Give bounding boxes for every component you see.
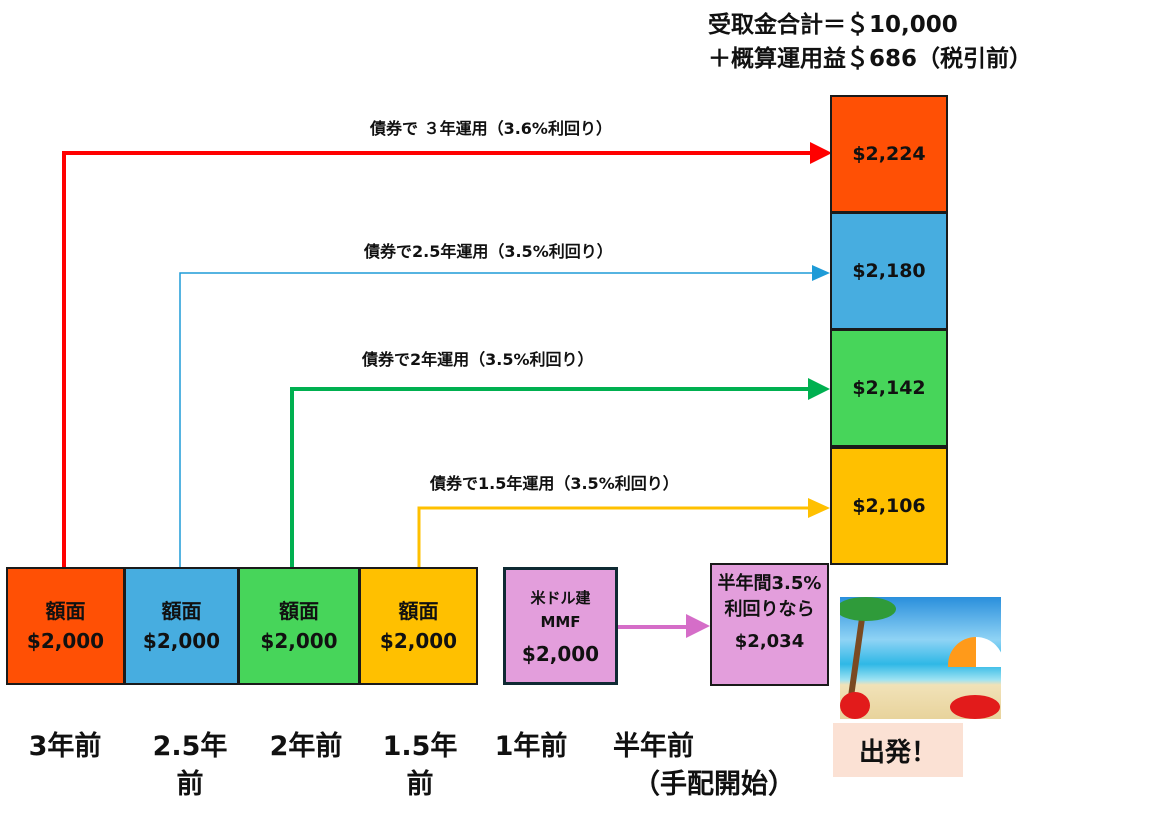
maturity-value: $2,106 — [852, 495, 926, 517]
arrow-2y — [290, 378, 830, 567]
mmf-result-line1: 半年間3.5% — [717, 573, 822, 594]
maturity-box-3y: $2,224 — [830, 95, 948, 213]
timeline-text: 3年前 — [28, 731, 102, 762]
timeline-3y: 3年前 — [15, 728, 115, 766]
beach-image — [840, 597, 1001, 719]
timeline-1-5y: 1.5年前 — [370, 728, 470, 804]
bond-label: 額面 — [279, 599, 319, 623]
bond-box-2-5y: 額面 $2,000 — [124, 567, 239, 685]
bond-value: $2,000 — [379, 629, 458, 653]
timeline-text: （手配開始） — [633, 769, 795, 800]
maturity-box-2y: $2,142 — [830, 329, 948, 447]
timeline-text: 前 — [176, 769, 204, 800]
palm-trunk — [847, 609, 867, 699]
mmf-result-value: $2,034 — [734, 631, 805, 652]
summary-profit: ＋概算運用益＄686（税引前） — [708, 46, 1033, 72]
flower-left — [840, 692, 870, 719]
summary-title: 受取金合計＝＄10,000 ＋概算運用益＄686（税引前） — [708, 8, 1032, 76]
maturity-box-1-5y: $2,106 — [830, 447, 948, 565]
maturity-value: $2,224 — [852, 143, 926, 165]
bond-box-1-5y: 額面 $2,000 — [359, 567, 478, 685]
mmf-result-box: 半年間3.5% 利回りなら $2,034 — [710, 563, 829, 686]
mmf-value: $2,000 — [521, 642, 600, 666]
arrow-label-3y: 債券で ３年運用（3.6%利回り） — [370, 119, 612, 138]
umbrella — [948, 637, 1001, 667]
bond-box-2y: 額面 $2,000 — [238, 567, 360, 685]
timeline-text: 前 — [406, 769, 434, 800]
arrow-2-5y — [179, 265, 830, 567]
timeline-text: 2年前 — [269, 731, 343, 762]
mmf-result-line2: 利回りなら — [724, 599, 815, 620]
arrow-label-1-5y: 債券で1.5年運用（3.5%利回り） — [430, 474, 679, 493]
timeline-half-year: 半年前 （手配開始） — [605, 728, 805, 804]
maturity-box-2-5y: $2,180 — [830, 212, 948, 330]
bond-label: 額面 — [398, 599, 439, 623]
arrow-label-2-5y: 債券で2.5年運用（3.5%利回り） — [364, 242, 613, 261]
bond-value: $2,000 — [260, 629, 338, 653]
timeline-2y: 2年前 — [256, 728, 356, 766]
timeline-text: 半年前 — [613, 731, 694, 762]
summary-total: 受取金合計＝＄10,000 — [708, 12, 958, 38]
flower-right — [950, 695, 1000, 719]
timeline-text: 1年前 — [494, 731, 568, 762]
arrow-label-2y: 債券で2年運用（3.5%利回り） — [362, 350, 594, 369]
mmf-box: 米ドル建 MMF $2,000 — [503, 567, 618, 685]
mmf-line2: MMF — [540, 613, 581, 631]
arrow-3y — [62, 142, 832, 567]
departure-label: 出発！ — [833, 723, 963, 777]
arrow-mmf — [617, 614, 710, 638]
maturity-value: $2,142 — [852, 377, 926, 399]
timeline-text: 1.5年 — [382, 731, 458, 762]
timeline-2-5y: 2.5年前 — [140, 728, 240, 804]
palm-leaves — [840, 597, 896, 621]
maturity-value: $2,180 — [852, 260, 926, 282]
arrow-1-5y — [417, 498, 830, 567]
bond-label: 額面 — [45, 599, 86, 623]
mmf-line1: 米ドル建 — [530, 589, 591, 607]
bond-value: $2,000 — [142, 629, 221, 653]
bond-box-3y: 額面 $2,000 — [6, 567, 125, 685]
bond-value: $2,000 — [26, 629, 105, 653]
bond-label: 額面 — [161, 599, 202, 623]
timeline-1y: 1年前 — [481, 728, 581, 766]
timeline-text: 2.5年 — [152, 731, 228, 762]
